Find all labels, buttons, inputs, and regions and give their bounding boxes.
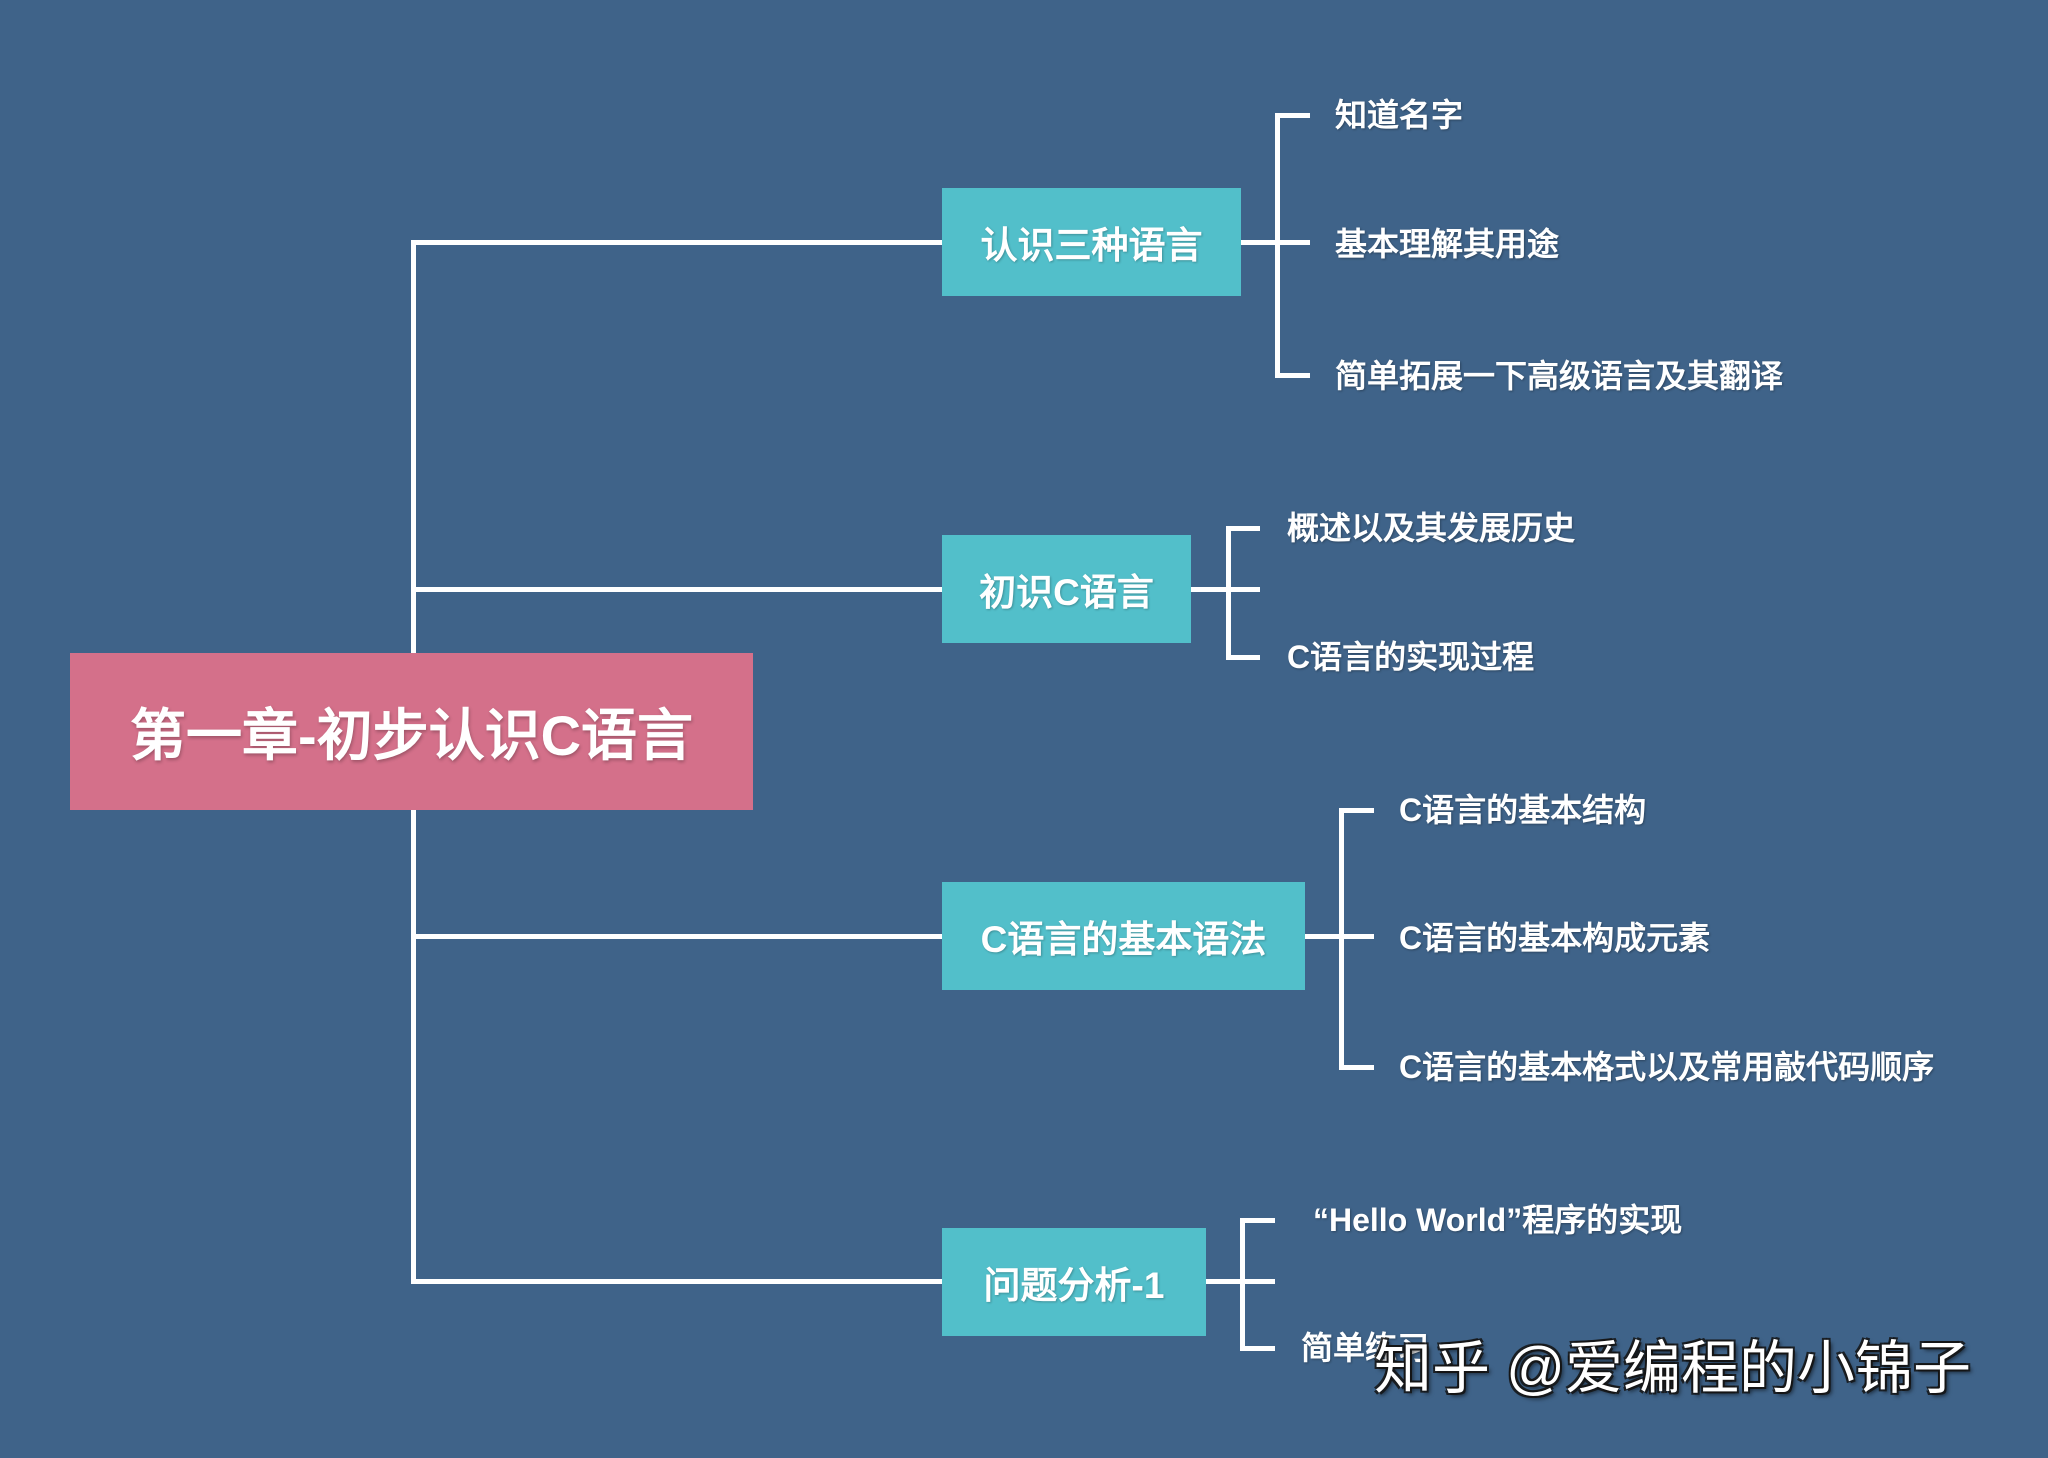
bracket-stub-branch-2 bbox=[1191, 587, 1260, 592]
bracket-tick-branch-2-top bbox=[1226, 526, 1260, 531]
bracket-tick-branch-4-bottom bbox=[1240, 1346, 1275, 1351]
bracket-vertical-branch-4 bbox=[1240, 1218, 1245, 1351]
bracket-tick-branch-2-bottom bbox=[1226, 655, 1260, 660]
leaf-node: C语言的基本结构 bbox=[1399, 792, 1647, 828]
leaf-node: 知道名字 bbox=[1335, 97, 1464, 133]
bracket-tick-branch-3-bottom bbox=[1339, 1065, 1374, 1070]
bracket-tick-branch-4-top bbox=[1240, 1218, 1275, 1223]
root-node-label: 第一章-初步认识C语言 bbox=[129, 704, 694, 767]
branch-node: 认识三种语言 bbox=[942, 188, 1241, 296]
watermark: 知乎 @爱编程的小锦子 bbox=[1374, 1336, 1971, 1401]
leaf-node: 基本理解其用途 bbox=[1335, 226, 1560, 262]
connector-line-branch-1 bbox=[411, 240, 942, 245]
leaf-node: 简单拓展一下高级语言及其翻译 bbox=[1335, 358, 1784, 394]
leaf-node: C语言的基本构成元素 bbox=[1399, 920, 1711, 956]
leaf-node: “Hello World”程序的实现 bbox=[1313, 1202, 1683, 1238]
leaf-node: C语言的实现过程 bbox=[1287, 639, 1535, 675]
leaf-node: C语言的基本格式以及常用敲代码顺序 bbox=[1399, 1049, 1935, 1085]
bracket-vertical-branch-1 bbox=[1275, 113, 1280, 378]
leaf-node: 概述以及其发展历史 bbox=[1287, 510, 1576, 546]
bracket-tick-branch-3-top bbox=[1339, 808, 1374, 813]
branch-node-label: 问题分析-1 bbox=[983, 1265, 1165, 1306]
bracket-tick-branch-1-bottom bbox=[1275, 373, 1310, 378]
root-node: 第一章-初步认识C语言 bbox=[70, 653, 753, 810]
branch-node: 初识C语言 bbox=[942, 535, 1191, 643]
leaf-node: 简单练习 bbox=[1301, 1330, 1430, 1366]
connector-line-branch-2 bbox=[411, 587, 942, 592]
bracket-vertical-branch-2 bbox=[1226, 526, 1231, 660]
bracket-vertical-branch-3 bbox=[1339, 808, 1344, 1070]
branch-node-label: C语言的基本语法 bbox=[980, 919, 1267, 960]
bracket-tick-branch-1-top bbox=[1275, 113, 1310, 118]
branch-node: 问题分析-1 bbox=[942, 1228, 1206, 1336]
connector-line-branch-4 bbox=[411, 1279, 942, 1284]
branch-node-label: 认识三种语言 bbox=[980, 225, 1203, 266]
branch-node: C语言的基本语法 bbox=[942, 882, 1305, 990]
connector-line-branch-3 bbox=[411, 934, 942, 939]
branch-node-label: 初识C语言 bbox=[979, 572, 1154, 613]
